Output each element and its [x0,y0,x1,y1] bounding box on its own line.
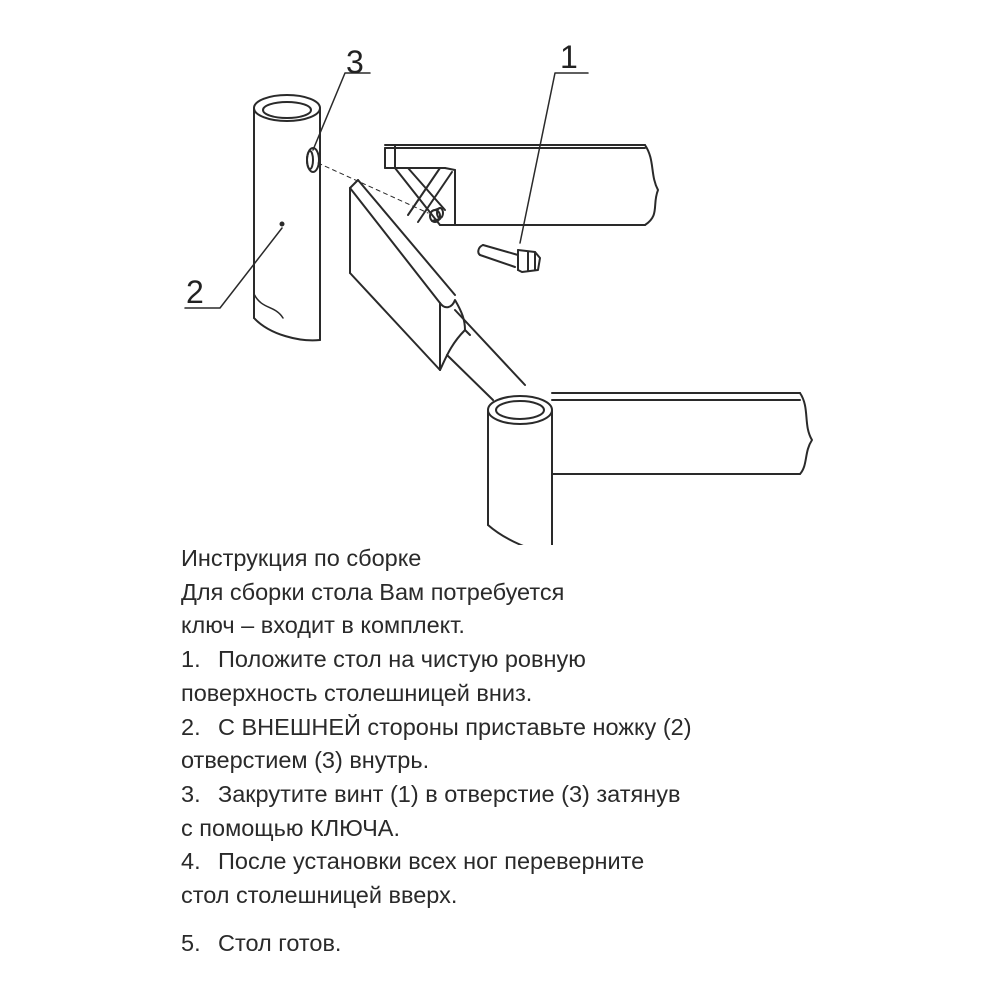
step-1-line2: поверхность столешницей вниз. [181,679,533,706]
step-3-line1: 3. Закрутите винт (1) в отверстие (3) зат… [181,778,901,812]
step-1-line1: 1. Положите стол на чистую ровную [181,643,901,677]
callout-leader-2 [184,227,283,309]
step-1-text: Положите стол на чистую ровную [218,646,586,673]
step-1-number: 1. [181,646,201,673]
bolt [477,244,541,273]
leg-upper-left [253,94,321,342]
assembly-diagram: 1 2 3 [184,39,813,545]
upper-frame-rail [384,144,659,226]
step-5-text: Стол готов. [218,929,342,956]
callout-leader-1 [519,72,589,244]
step-3-number: 3. [181,780,201,807]
step-4-number: 4. [181,848,201,875]
instructions-intro-line1: Для сборки стола Вам потребуется [181,578,565,605]
step-2-line1: 2. С ВНЕШНЕЙ стороны приставьте ножку (2) [181,711,901,745]
step-4-line1: 4. После установки всех ног переверните [181,845,901,879]
callout-label-1: 1 [560,39,578,75]
step-4-text: После установки всех ног переверните [218,848,645,875]
instructions-intro-line2: ключ – входит в комплект. [181,612,465,639]
leader-dot-2 [279,221,285,227]
step-2-line2: отверстием (3) внутрь. [181,747,430,774]
spacer [181,913,901,927]
callout-label-3: 3 [346,44,364,80]
leg-hole [306,147,320,173]
diagonal-frame-rail [349,179,526,401]
step-3-text: Закрутите винт (1) в отверстие (3) затян… [218,780,681,807]
callout-leader-3 [312,72,371,151]
instructions-block: Инструкция по сборке Для сборки стола Ва… [181,542,901,960]
lower-frame-rail [551,392,813,475]
corner-bracket [394,167,456,226]
leg-lower-right [487,395,553,545]
step-4-line2: стол столешницей вверх. [181,882,458,909]
step-5-number: 5. [181,929,201,956]
step-2-number: 2. [181,713,201,740]
instructions-title: Инструкция по сборке [181,545,422,571]
alignment-line [317,162,429,214]
corner-nut [429,207,444,223]
step-3-line2: с помощью КЛЮЧА. [181,814,400,841]
step-2-text: С ВНЕШНЕЙ стороны приставьте ножку (2) [218,713,692,740]
step-5-line1: 5. Стол готов. [181,927,901,961]
callout-label-2: 2 [186,274,204,310]
